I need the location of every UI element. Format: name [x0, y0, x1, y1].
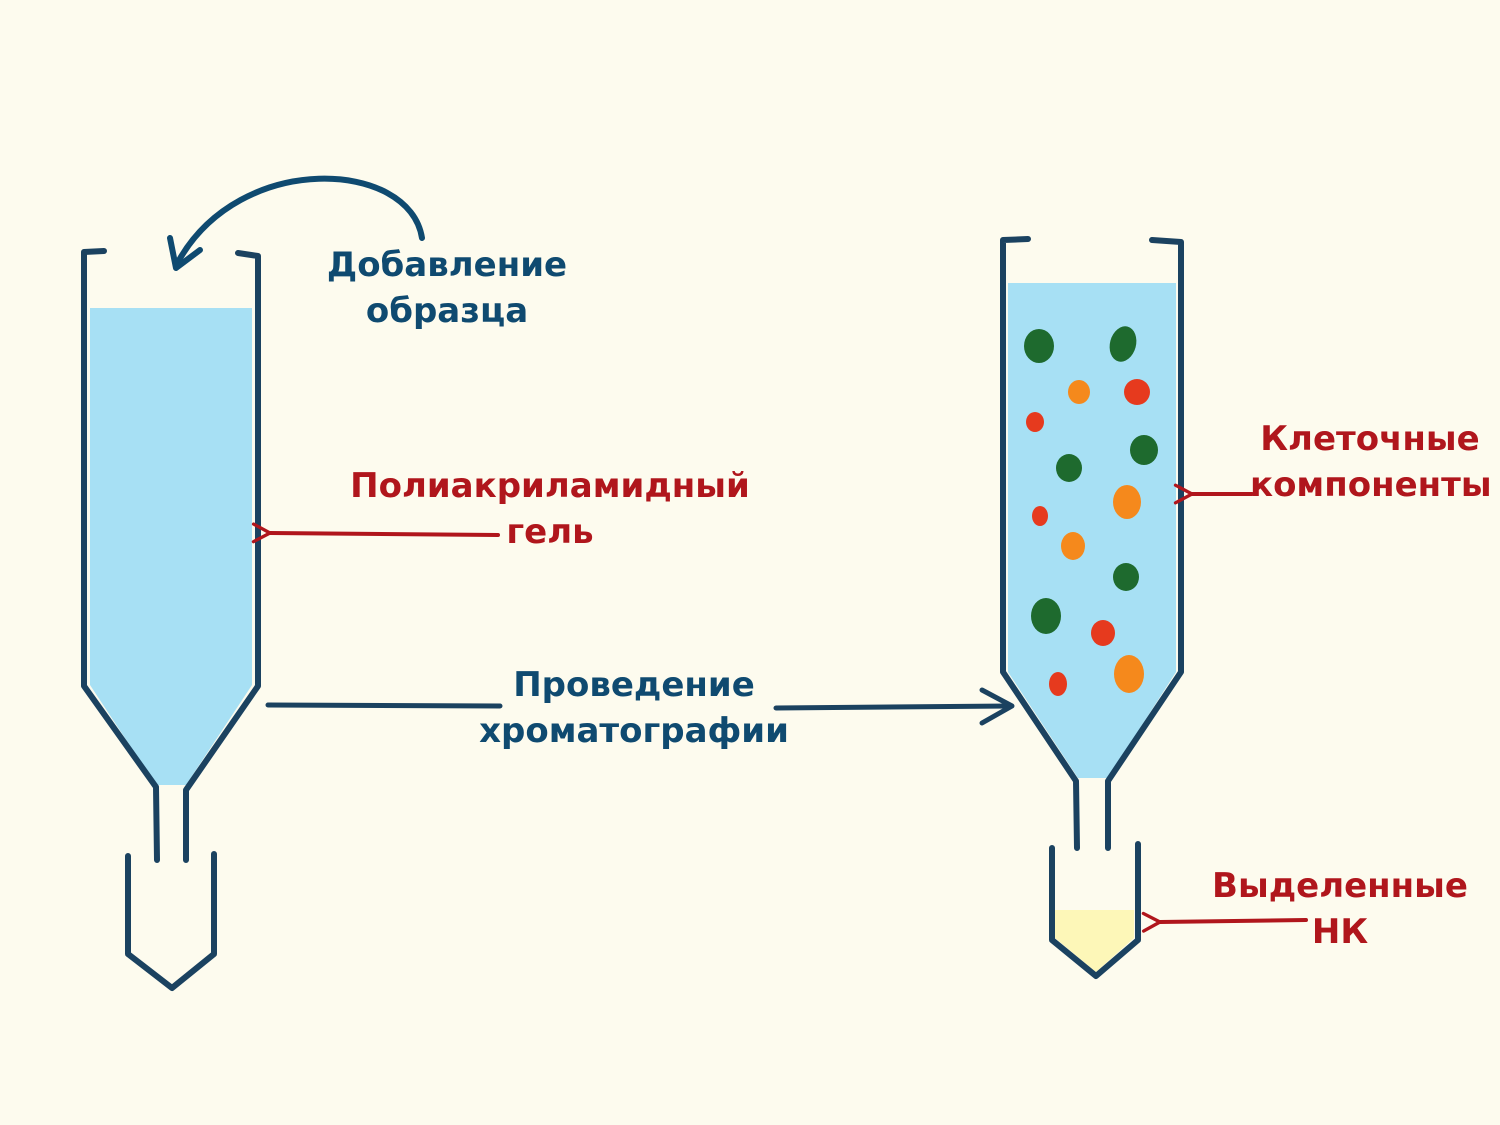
left-column: [81, 248, 261, 991]
left-column-outline: [81, 248, 261, 863]
right-column-outline: [1000, 236, 1184, 851]
gel-line-1: Полиакриламидный: [350, 466, 750, 506]
gel-label: Полиакриламидный гель: [350, 463, 750, 555]
left-collection-tube: [125, 851, 217, 991]
chromatography-line-1: Проведение: [513, 665, 755, 705]
right-gel-fill: [1008, 283, 1176, 778]
particle-orange: [1113, 485, 1141, 519]
right-collection-tube: [1049, 841, 1141, 979]
particle-green: [1024, 329, 1054, 363]
right-column: [1000, 236, 1184, 979]
particle-green: [1113, 563, 1139, 591]
isolated-na-arrow: [1141, 911, 1308, 933]
chromatography-arrow: [265, 687, 1015, 726]
particle-red: [1049, 672, 1067, 696]
add-sample-arrow: [167, 175, 425, 271]
particle-red: [1091, 620, 1115, 646]
add-sample-label: Добавление образца: [322, 242, 572, 334]
isolated-na-label: Выделенные НК: [1210, 863, 1470, 955]
particle-green: [1109, 326, 1137, 362]
add-sample-line-1: Добавление: [326, 245, 568, 285]
left-gel-fill: [90, 308, 252, 785]
cell-particles: [1024, 326, 1158, 696]
chromatography-line-2: хроматографии: [479, 711, 789, 751]
particle-red: [1026, 412, 1044, 432]
add-sample-line-2: образца: [365, 291, 529, 331]
gel-arrow: [251, 522, 500, 544]
cell-components-line-2: компоненты: [1250, 465, 1492, 505]
particle-green: [1056, 454, 1082, 482]
eluate-fill: [1055, 910, 1134, 972]
cell-components-label: Клеточные компоненты: [1250, 416, 1492, 508]
particle-green: [1130, 435, 1158, 465]
gel-line-2: гель: [506, 512, 594, 552]
isolated-na-line-2: НК: [1311, 912, 1369, 952]
chromatography-label: Проведение хроматографии: [474, 662, 794, 754]
particle-red: [1032, 506, 1048, 526]
particle-orange: [1068, 380, 1090, 404]
particle-orange: [1061, 532, 1085, 560]
particle-red: [1124, 379, 1150, 405]
particle-green: [1031, 598, 1061, 634]
isolated-na-line-1: Выделенные: [1212, 866, 1468, 906]
cell-components-line-1: Клеточные: [1260, 419, 1480, 459]
particle-orange: [1114, 655, 1144, 693]
